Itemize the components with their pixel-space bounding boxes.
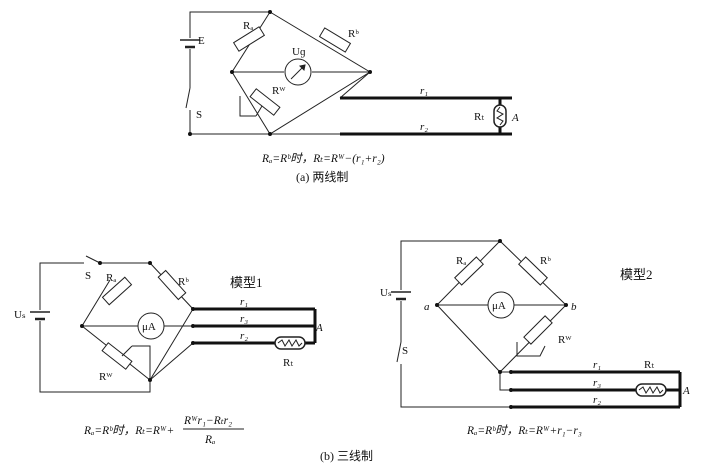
resistor-rw-b2 [523, 315, 553, 345]
label-ra-a: Rₐ [243, 20, 253, 32]
label-model1: 模型1 [230, 275, 263, 290]
formula-b1-lhs: Rₐ=Rᵇ时，Rₜ=Rᵂ+ [83, 424, 174, 437]
microammeter-b2 [487, 291, 515, 319]
formula-a: Rₐ=Rᵇ时，Rₜ=Rᵂ−(r₁+r₂) [261, 152, 385, 165]
label-ra-b2: Rₐ [456, 255, 466, 267]
microammeter-b1 [137, 312, 165, 340]
resistor-rb-b1 [157, 269, 187, 301]
resistor-ra-a [232, 26, 266, 52]
label-rw-b1: Rᵂ [99, 371, 113, 383]
label-rt-b1: Rₜ [283, 357, 293, 369]
label-e: E [198, 35, 205, 47]
label-rb-a: Rᵇ [348, 28, 359, 40]
thermistor-rt-a [493, 104, 507, 128]
battery-us-b2 [391, 291, 411, 301]
resistor-ra-b1 [101, 276, 133, 306]
label-ua-b1: μA [142, 321, 156, 333]
battery-e [180, 39, 200, 88]
label-us-b2: Uₛ [380, 287, 392, 299]
formula-b1-denominator: Rₐ [204, 434, 215, 446]
battery-us-b1 [30, 311, 50, 321]
label-r1-b1: r₁ [240, 296, 248, 308]
label-s-b1: S [85, 270, 91, 282]
label-r3-b1: r₃ [240, 313, 248, 325]
formula-b1-numerator: Rᵂr₁−Rₜr₂ [183, 415, 232, 427]
caption-a: (a) 两线制 [296, 170, 348, 184]
switch-s-a [185, 87, 191, 134]
label-rw-b2: Rᵂ [558, 334, 572, 346]
label-s-a: S [196, 109, 202, 121]
thermistor-rt-b1 [274, 336, 306, 350]
label-rb-b2: Rᵇ [540, 255, 551, 267]
label-a-b1: A [315, 322, 323, 334]
label-r2-a: r₂ [420, 121, 428, 133]
label-rb-b1: Rᵇ [178, 276, 189, 288]
resistor-ra-b2 [454, 256, 484, 286]
label-r1-a: r₁ [420, 85, 428, 97]
panel-a-two-wire: Rₐ Rᵇ Uɡ Rᵂ E S r₁ r₂ Rₜ A Rₐ=Rᵇ时，Rₜ=Rᵂ−… [180, 10, 519, 184]
label-r1-b2: r₁ [593, 359, 601, 371]
label-model2: 模型2 [620, 267, 653, 282]
resistor-rw-a [249, 88, 281, 116]
label-node-b: b [571, 301, 577, 313]
resistor-rw-b1 [101, 342, 133, 370]
switch-s-b2 [396, 341, 402, 363]
label-rt-b2: Rₜ [644, 359, 654, 371]
resistor-rb-a [318, 27, 352, 53]
caption-b: (b) 三线制 [320, 449, 373, 463]
label-ug: Uɡ [292, 46, 305, 58]
formula-b2: Rₐ=Rᵇ时，Rₜ=Rᵂ+r₁−r₃ [466, 424, 582, 437]
resistor-rb-b2 [518, 256, 548, 286]
label-a-a: A [511, 112, 519, 124]
panel-b2-three-wire-model2: 模型2 Rₐ Rᵇ Uₛ S a b μA Rᵂ r₁ Rₜ r₃ r₂ A R… [380, 239, 690, 437]
label-a-b2: A [682, 385, 690, 397]
label-r2-b1: r₂ [240, 330, 248, 342]
label-s-b2: S [402, 345, 408, 357]
label-r3-b2: r₃ [593, 377, 601, 389]
label-node-a: a [424, 301, 430, 313]
thermistor-rt-b2 [635, 383, 667, 397]
panel-b1-three-wire-model1: 模型1 S Rₐ Rᵇ Uₛ μA Rᵂ r₁ r₃ r₂ Rₜ A Rₐ=Rᵇ… [14, 255, 323, 446]
label-r2-b2: r₂ [593, 394, 601, 406]
label-ra-b1: Rₐ [106, 272, 116, 284]
label-ua-b2: μA [492, 300, 506, 312]
label-rw-a: Rᵂ [272, 85, 286, 97]
label-rt-a: Rₜ [474, 111, 484, 123]
label-us-b1: Uₛ [14, 309, 26, 321]
formula-b1: Rₐ=Rᵇ时，Rₜ=Rᵂ+ Rᵂr₁−Rₜr₂ Rₐ [83, 415, 244, 446]
